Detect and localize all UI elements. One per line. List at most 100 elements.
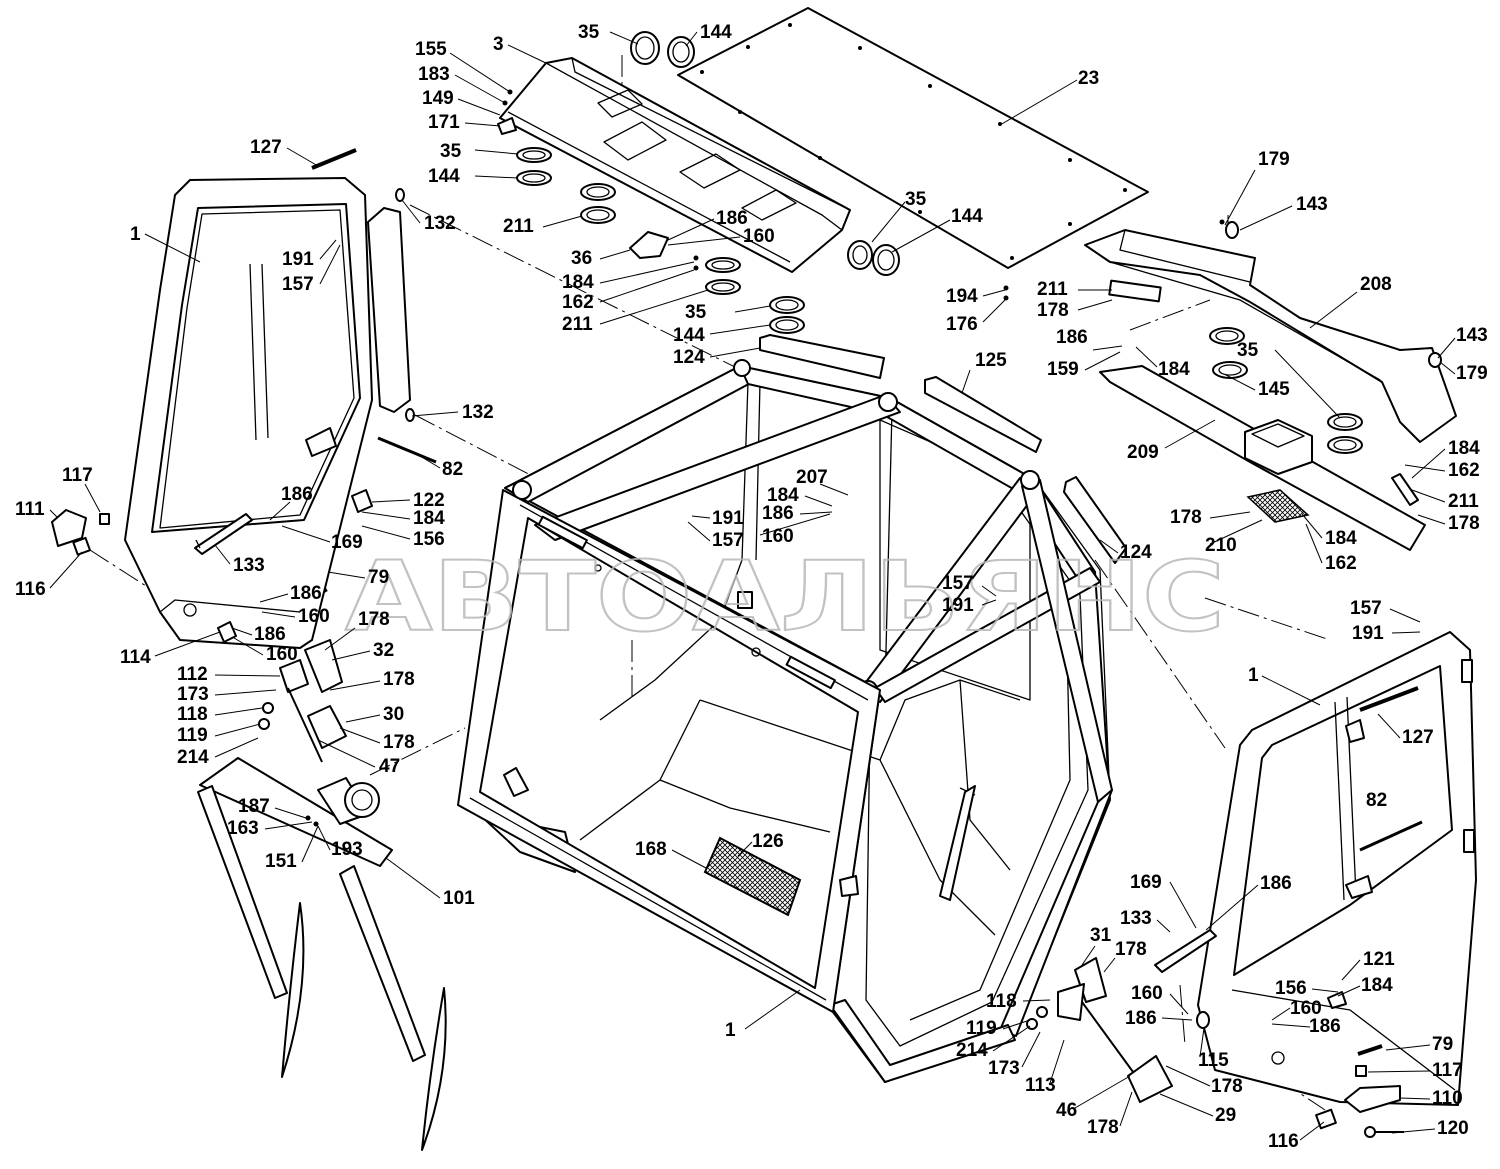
leader-line — [411, 411, 459, 417]
air-intake-grille — [1246, 489, 1310, 523]
leader-line — [1271, 1007, 1291, 1021]
leader-line — [1389, 608, 1421, 623]
leader-line — [371, 499, 411, 503]
leader-line — [507, 44, 549, 65]
seal-strips — [759, 334, 1127, 564]
leader-line — [871, 201, 906, 243]
callout-number: 132 — [462, 402, 494, 423]
callout-number: 211 — [562, 314, 593, 335]
leader-line — [1002, 1019, 1031, 1030]
callout-number: 183 — [418, 64, 450, 85]
left-door-lock-parts — [51, 489, 373, 763]
leader-line — [84, 483, 101, 513]
callout-number: 186 — [1309, 1016, 1341, 1037]
callout-number: 117 — [1432, 1060, 1463, 1081]
callout-number: 155 — [415, 39, 447, 60]
callout-number: 186 — [716, 208, 748, 229]
leader-line — [1437, 337, 1456, 359]
leader-line — [734, 305, 771, 313]
floor-grille — [703, 836, 802, 917]
leader-line — [599, 261, 695, 284]
leader-line — [154, 631, 221, 657]
rear-duct-bracket — [1084, 229, 1457, 443]
callout-number: 144 — [700, 22, 732, 43]
callout-number: 178 — [1211, 1076, 1243, 1097]
leader-line — [457, 98, 501, 116]
callout-number: 207 — [796, 467, 828, 488]
callout-number: 210 — [1205, 535, 1237, 556]
callout-number: 143 — [1296, 194, 1328, 215]
callout-number: 187 — [238, 796, 270, 817]
callout-number: 120 — [1437, 1118, 1469, 1139]
callout-number: 111 — [15, 499, 45, 520]
air-vent-rings — [516, 31, 1363, 454]
callout-number: 209 — [1127, 442, 1159, 463]
leader-line — [214, 674, 281, 677]
leader-line — [1411, 448, 1446, 479]
callout-number: 160 — [298, 606, 330, 627]
leader-line — [799, 511, 833, 515]
callout-number: 211 — [503, 216, 534, 237]
leader-line — [1305, 523, 1323, 564]
left-door-hinge — [367, 188, 415, 422]
callout-number: 186 — [762, 503, 794, 524]
callout-number: 36 — [571, 248, 592, 269]
callout-number: 162 — [1448, 460, 1480, 481]
leader-line — [474, 175, 519, 179]
callout-number: 176 — [946, 314, 978, 335]
leader-line — [464, 122, 501, 127]
callout-number: 118 — [986, 991, 1017, 1012]
cab-frame — [457, 359, 1113, 1083]
leader-line — [1049, 1039, 1065, 1084]
leader-line — [1169, 881, 1197, 929]
callout-number: 115 — [1198, 1050, 1229, 1071]
leader-line — [261, 611, 296, 618]
callout-number: 184 — [1361, 975, 1393, 996]
callout-number: 162 — [1325, 553, 1357, 574]
callout-number: 122 — [413, 490, 445, 511]
leader-line — [687, 521, 711, 542]
leader-line — [1205, 884, 1259, 931]
callout-number: 157 — [282, 274, 314, 295]
leader-line — [1161, 1017, 1193, 1021]
leader-line — [401, 199, 421, 224]
leader-line — [327, 571, 366, 579]
callout-number: 214 — [956, 1040, 988, 1061]
callout-number: 184 — [413, 508, 445, 529]
leader-line — [1299, 1121, 1325, 1141]
left-door-handle — [194, 513, 253, 555]
leader-line — [1159, 1093, 1214, 1117]
callout-number: 173 — [988, 1058, 1020, 1079]
callout-number: 1 — [725, 1020, 736, 1041]
leader-line — [1092, 345, 1123, 351]
callout-number: 208 — [1360, 274, 1392, 295]
callout-number: 184 — [562, 272, 594, 293]
callout-number: 178 — [1037, 300, 1069, 321]
leader-line — [1385, 1044, 1431, 1051]
leader-line — [385, 857, 441, 899]
leader-line — [1164, 419, 1216, 449]
leader-line — [804, 495, 833, 507]
callout-number: 46 — [1056, 1100, 1077, 1121]
callout-number: 184 — [1448, 438, 1480, 459]
roof-panel — [677, 7, 1149, 269]
callout-number: 79 — [368, 567, 389, 588]
callout-number: 186 — [281, 484, 313, 505]
leader-line — [259, 593, 289, 603]
callout-number: 116 — [15, 579, 46, 600]
leader-line — [599, 269, 695, 303]
leader-line — [1404, 464, 1446, 472]
callout-number: 35 — [578, 22, 600, 43]
callout-number: 112 — [177, 664, 208, 685]
leader-line — [819, 483, 849, 496]
leader-line — [214, 707, 263, 716]
leader-line — [1399, 1097, 1431, 1100]
callout-number: 82 — [442, 459, 463, 480]
leader-line — [982, 289, 1006, 297]
leader-line — [1084, 351, 1121, 371]
leader-line — [214, 544, 231, 565]
leader-line — [1261, 675, 1321, 706]
leader-line — [759, 513, 831, 536]
leader-line — [345, 714, 381, 723]
